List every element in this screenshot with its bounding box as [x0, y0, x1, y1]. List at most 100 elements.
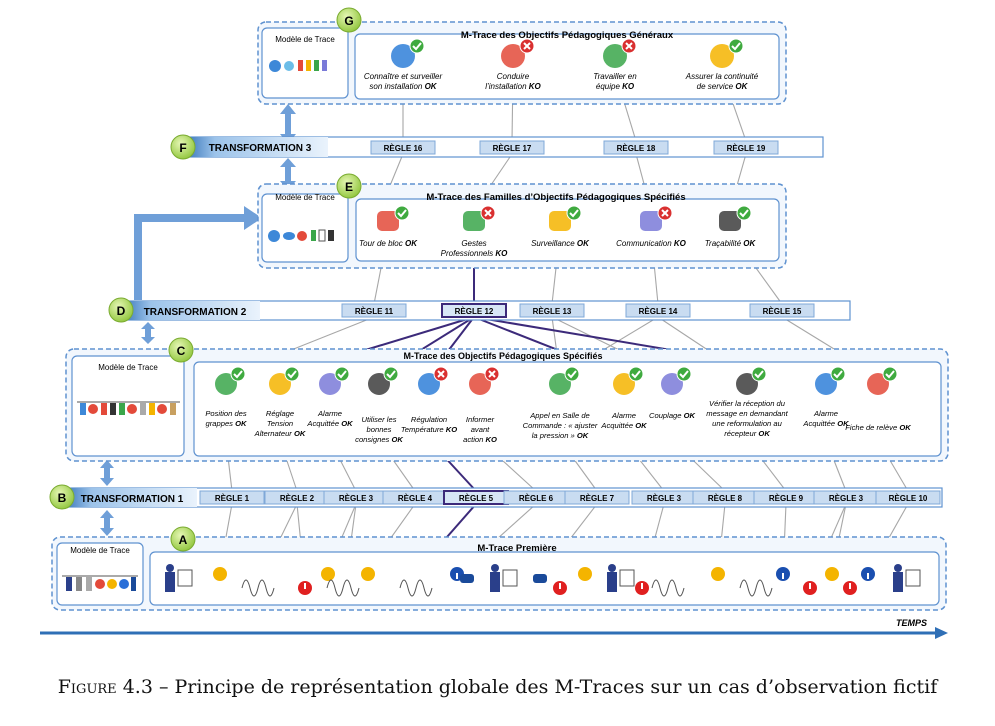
objective-icon [603, 44, 627, 68]
badge-a: A [179, 533, 188, 547]
specified-objective-icon [661, 373, 683, 395]
badge-g: G [344, 14, 353, 28]
m-trace-diagram: Modèle de Trace G M-Trace des Objectifs … [40, 7, 949, 639]
cross-icon [480, 205, 496, 221]
alarm-icon [635, 581, 649, 595]
rule-label: RÈGLE 18 [617, 144, 656, 153]
title-e: M-Trace des Familles d’Objectifs Pédagog… [426, 192, 685, 203]
rule-label: RÈGLE 1 [215, 494, 250, 503]
rule-box: RÈGLE 3 [323, 490, 389, 505]
cross-icon [484, 366, 500, 382]
vertical-arrows [100, 104, 296, 536]
rule-label: RÈGLE 19 [727, 144, 766, 153]
level-e: Modèle de Trace E M-Trace des Familles d… [257, 173, 787, 269]
wave-icon [241, 579, 275, 597]
specified-objective-icon [269, 373, 291, 395]
alarm-icon [298, 581, 312, 595]
figure-caption-text: – Principe de représentation globale des… [152, 676, 938, 698]
check-icon [882, 366, 898, 382]
specified-objective-icon [549, 373, 571, 395]
item-label: Communication KO [616, 239, 687, 248]
rule-box: RÈGLE 15 [749, 303, 815, 318]
objective-icon [501, 44, 525, 68]
item-label: Tour de bloc OK [359, 239, 418, 248]
rule-label: RÈGLE 16 [384, 144, 423, 153]
rule-label: RÈGLE 17 [493, 144, 532, 153]
smile-icon [321, 567, 335, 581]
person-icon [165, 564, 193, 592]
family-icon [719, 211, 741, 231]
check-icon [409, 38, 425, 54]
check-icon [383, 366, 399, 382]
badge-c: C [177, 344, 186, 358]
rule-label: RÈGLE 13 [533, 307, 572, 316]
rule-label: RÈGLE 11 [355, 307, 394, 316]
wave-icon [739, 579, 773, 597]
specified-objective-icon [613, 373, 635, 395]
rule-label: RÈGLE 2 [280, 494, 315, 503]
smile-icon [578, 567, 592, 581]
specified-objective-icon [215, 373, 237, 395]
info-icon [776, 567, 790, 581]
e-item: Tour de bloc OK [359, 205, 418, 248]
model-label-e: Modèle de Trace [275, 193, 335, 202]
rule-label: RÈGLE 3 [829, 494, 864, 503]
specified-objective-icon [469, 373, 491, 395]
figure-number: Figure 4.3 [57, 676, 153, 698]
rule-box: RÈGLE 10 [875, 490, 941, 505]
rule-label: RÈGLE 12 [455, 307, 494, 316]
badge-e: E [345, 180, 353, 194]
rule-box: RÈGLE 3 [631, 490, 697, 505]
model-icons-c [77, 401, 180, 415]
rule-label: RÈGLE 3 [647, 494, 682, 503]
smile-icon [711, 567, 725, 581]
transformation-2-label: TRANSFORMATION 2 [144, 307, 247, 318]
timeline: TEMPS [40, 618, 948, 639]
rule-box: RÈGLE 8 [692, 490, 758, 505]
smile-icon [825, 567, 839, 581]
specified-objective-icon [319, 373, 341, 395]
title-c: M-Trace des Objectifs Pédagogiques Spéci… [403, 351, 602, 361]
specified-objective-icon [368, 373, 390, 395]
rule-label: RÈGLE 15 [763, 307, 802, 316]
rule-label: RÈGLE 8 [708, 494, 743, 503]
item-label: Surveillance OK [531, 239, 590, 248]
rule-label: RÈGLE 5 [459, 494, 494, 503]
rule-label: RÈGLE 9 [769, 494, 804, 503]
e-item: Surveillance OK [531, 205, 590, 248]
model-icons-e [268, 229, 334, 242]
rule-box: RÈGLE 16 [370, 140, 436, 155]
rule-label: RÈGLE 3 [339, 494, 374, 503]
objective-icon [391, 44, 415, 68]
cross-icon [519, 38, 535, 54]
check-icon [566, 205, 582, 221]
rule-box: RÈGLE 6 [503, 490, 569, 505]
title-g: M-Trace des Objectifs Pédagogiques Génér… [461, 30, 674, 41]
wave-icon [651, 579, 685, 597]
rule-box: RÈGLE 4 [382, 490, 448, 505]
specified-objective-icon [736, 373, 758, 395]
model-label-g: Modèle de Trace [275, 35, 335, 44]
rule-box: RÈGLE 3 [813, 490, 879, 505]
loop-arrow [134, 206, 262, 300]
rules-f: RÈGLE 16 RÈGLE 17 RÈGLE 18 RÈGLE 19 [370, 140, 779, 155]
alarm-icon [803, 581, 817, 595]
check-icon [230, 366, 246, 382]
a-events [165, 564, 921, 597]
